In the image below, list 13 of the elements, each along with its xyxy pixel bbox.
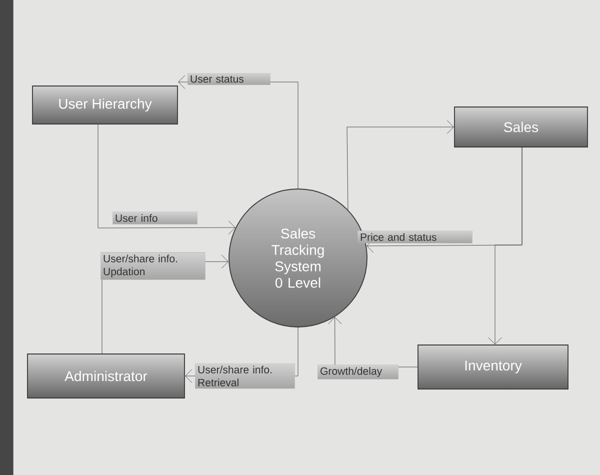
edge-label: Growth/delay bbox=[318, 364, 398, 380]
edge-label: User/share info. Updation bbox=[100, 252, 206, 280]
entity-box: Sales bbox=[454, 106, 588, 148]
entity-box: Administrator bbox=[27, 354, 185, 398]
edge-label: User/share info. Retrieval bbox=[195, 363, 295, 389]
edge-label: User status bbox=[188, 72, 270, 86]
arrow bbox=[98, 124, 236, 234]
entity-box: Inventory bbox=[418, 344, 568, 390]
arrow bbox=[488, 147, 522, 344]
edge-label: Price and status bbox=[358, 230, 472, 244]
arrow bbox=[346, 120, 454, 210]
edge-label: User info bbox=[112, 212, 198, 224]
entity-box: User Hierarchy bbox=[32, 86, 178, 124]
